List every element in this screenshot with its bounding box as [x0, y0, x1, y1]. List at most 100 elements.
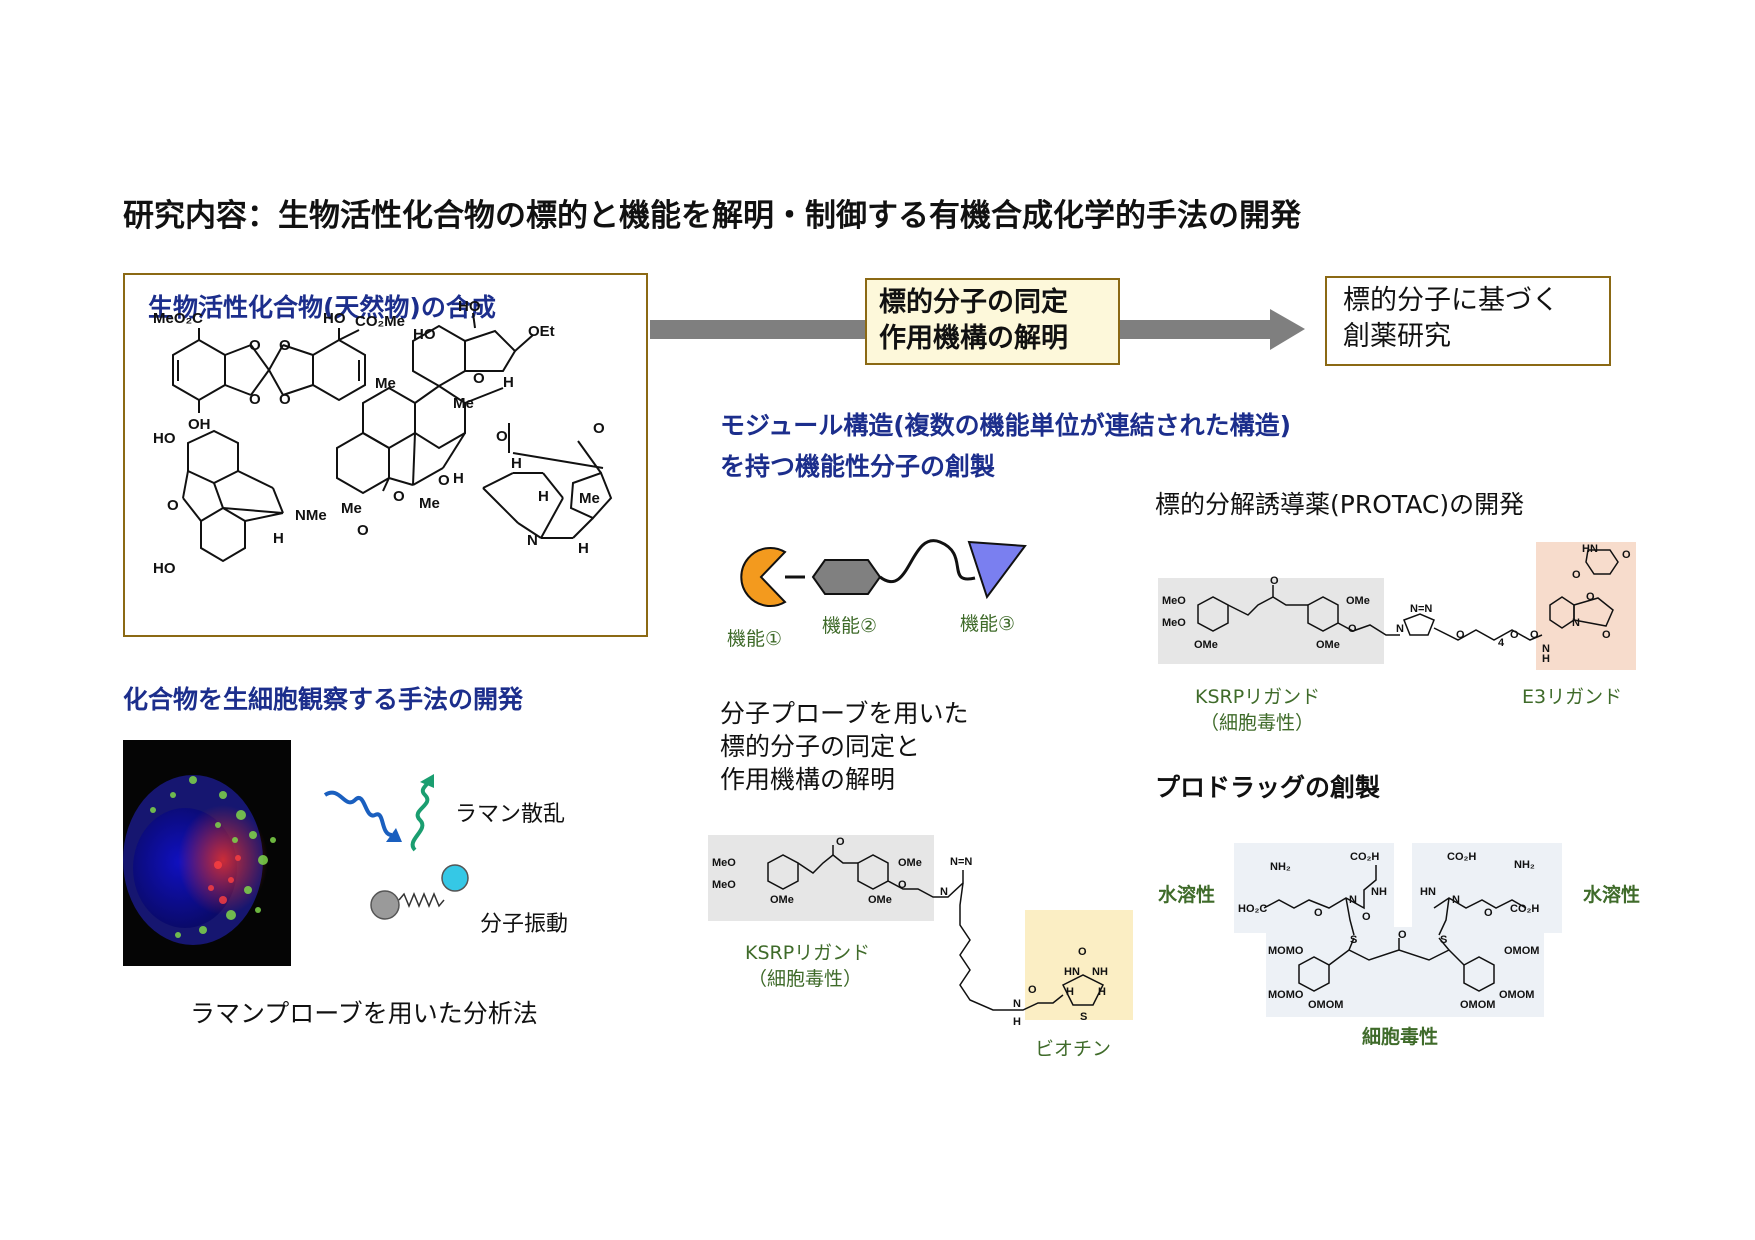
- modular-heading-line2: を持つ機能性分子の創製: [720, 452, 996, 481]
- svg-text:O: O: [357, 522, 369, 539]
- spiroketal-structure: [172, 328, 366, 413]
- svg-text:O: O: [1572, 569, 1581, 581]
- meo2c-label: MeO₂C: [153, 310, 203, 327]
- svg-text:O: O: [249, 337, 261, 354]
- cell-microscopy-image: [123, 740, 291, 966]
- svg-text:O: O: [473, 370, 485, 387]
- bond-spring: [398, 892, 445, 908]
- hexagon-module: [811, 559, 882, 595]
- svg-text:CO₂H: CO₂H: [1350, 851, 1379, 863]
- modular-heading-line1: モジュール構造(複数の機能単位が連結された構造): [720, 411, 1292, 440]
- protac-structure: O MeO MeO OMe OMe O OMe N=N N O O 4 O N …: [1158, 542, 1636, 670]
- svg-text:OMe: OMe: [1346, 595, 1370, 607]
- svg-text:MOMO: MOMO: [1268, 945, 1304, 957]
- svg-text:H: H: [453, 470, 464, 487]
- svg-text:H: H: [578, 540, 589, 557]
- svg-text:H: H: [1098, 986, 1106, 998]
- svg-text:MOMO: MOMO: [1268, 989, 1304, 1001]
- svg-text:Me: Me: [419, 495, 440, 512]
- svg-text:OMOM: OMOM: [1308, 999, 1343, 1011]
- alkaloid-structure: [482, 423, 613, 539]
- svg-text:MeO: MeO: [1162, 595, 1186, 607]
- probe-text: 分子プローブを用いた 標的分子の同定と 作用機構の解明: [720, 697, 969, 796]
- svg-text:OMe: OMe: [1194, 639, 1218, 651]
- svg-text:4: 4: [1498, 637, 1505, 649]
- svg-text:N: N: [1013, 998, 1021, 1010]
- protac-ksrp-label: KSRPリガンド: [1195, 686, 1321, 708]
- biotin-label: ビオチン: [1035, 1038, 1112, 1060]
- biotin-probe-structure: O MeO MeO OMe OMe O OMe N=N N N H O O HN…: [708, 835, 1133, 1028]
- ksrp-highlight: [708, 835, 934, 921]
- svg-text:O: O: [496, 428, 508, 445]
- svg-text:NMe: NMe: [295, 507, 327, 524]
- svg-text:H: H: [511, 455, 522, 472]
- raman-scatter-label: ラマン散乱: [455, 802, 566, 827]
- probe-ksrp-sub: （細胞毒性）: [748, 968, 863, 990]
- svg-text:O: O: [1622, 549, 1631, 561]
- svg-text:H: H: [1542, 653, 1550, 665]
- triangle-module: [967, 540, 1027, 600]
- protac-ksrp-sub: （細胞毒性）: [1200, 712, 1315, 734]
- svg-text:MeO: MeO: [712, 879, 736, 891]
- svg-text:OMOM: OMOM: [1460, 999, 1495, 1011]
- svg-text:N: N: [527, 532, 538, 549]
- prodrug-right-highlight: [1412, 843, 1562, 933]
- svg-text:OMe: OMe: [898, 857, 922, 869]
- svg-text:NH₂: NH₂: [1270, 861, 1291, 873]
- scattered-light-wave: [410, 779, 431, 852]
- svg-text:CO₂H: CO₂H: [1447, 851, 1476, 863]
- incident-light-wave: [323, 790, 393, 837]
- svg-text:O: O: [1028, 984, 1037, 996]
- prodrug-title: プロドラッグの創製: [1155, 773, 1381, 802]
- prodrug-structure: NH₂ HO₂C O CO₂H N NH O S S O CO₂H HN N O…: [1234, 843, 1562, 1017]
- svg-text:HO: HO: [413, 326, 436, 343]
- svg-text:O: O: [279, 391, 291, 408]
- raman-probe-method: ラマンプローブを用いた分析法: [190, 999, 538, 1028]
- prodrug-water-left: 水溶性: [1158, 884, 1216, 906]
- target-identification-box: 標的分子の同定 作用機構の解明: [865, 278, 1120, 365]
- svg-text:O: O: [898, 879, 907, 891]
- svg-text:O: O: [1456, 629, 1465, 641]
- svg-text:HO₂C: HO₂C: [1238, 903, 1267, 915]
- modular-schematic: [740, 539, 1027, 607]
- cell-imaging-title: 化合物を生細胞観察する手法の開発: [123, 685, 524, 714]
- drug-box-line2: 創薬研究: [1343, 321, 1451, 352]
- drug-box-line1: 標的分子に基づく: [1343, 285, 1559, 316]
- diterpenoid-structure: [336, 312, 534, 495]
- function-3-label: 機能③: [960, 613, 1016, 635]
- svg-text:OEt: OEt: [528, 323, 555, 340]
- svg-text:N=N: N=N: [1410, 603, 1432, 615]
- svg-text:S: S: [1080, 1011, 1087, 1023]
- svg-text:H: H: [503, 374, 514, 391]
- svg-text:OMOM: OMOM: [1504, 945, 1539, 957]
- prodrug-cytotoxic: 細胞毒性: [1362, 1026, 1439, 1048]
- svg-text:N: N: [940, 886, 948, 898]
- target-box-line1: 標的分子の同定: [879, 287, 1068, 318]
- svg-text:HN: HN: [1582, 543, 1598, 555]
- protac-ksrp-highlight: [1158, 578, 1384, 664]
- probe-line3: 作用機構の解明: [720, 765, 896, 794]
- e3-label: E3リガンド: [1522, 686, 1623, 708]
- target-box-line2: 作用機構の解明: [879, 323, 1068, 354]
- morphinan-structure: [182, 429, 284, 563]
- svg-text:Me: Me: [375, 375, 396, 392]
- svg-text:N: N: [1349, 894, 1357, 906]
- prodrug-core-highlight: [1266, 927, 1544, 1017]
- svg-text:H: H: [1013, 1016, 1021, 1028]
- svg-text:N=N: N=N: [950, 856, 972, 868]
- svg-text:O: O: [438, 472, 450, 489]
- svg-text:HN: HN: [1420, 886, 1436, 898]
- svg-text:O: O: [1078, 946, 1087, 958]
- probe-line1: 分子プローブを用いた: [720, 699, 969, 728]
- svg-text:O: O: [836, 836, 845, 848]
- linker-curve: [879, 539, 976, 584]
- svg-text:Me: Me: [579, 490, 600, 507]
- svg-text:O: O: [1484, 907, 1493, 919]
- protac-title: 標的分解誘導薬(PROTAC)の開発: [1155, 490, 1525, 519]
- svg-text:O: O: [249, 391, 261, 408]
- probe-line2: 標的分子の同定と: [720, 732, 921, 761]
- co2me-label: CO₂Me: [355, 313, 405, 330]
- svg-text:O: O: [1398, 929, 1407, 941]
- svg-text:H: H: [273, 530, 284, 547]
- svg-text:N: N: [1542, 643, 1550, 655]
